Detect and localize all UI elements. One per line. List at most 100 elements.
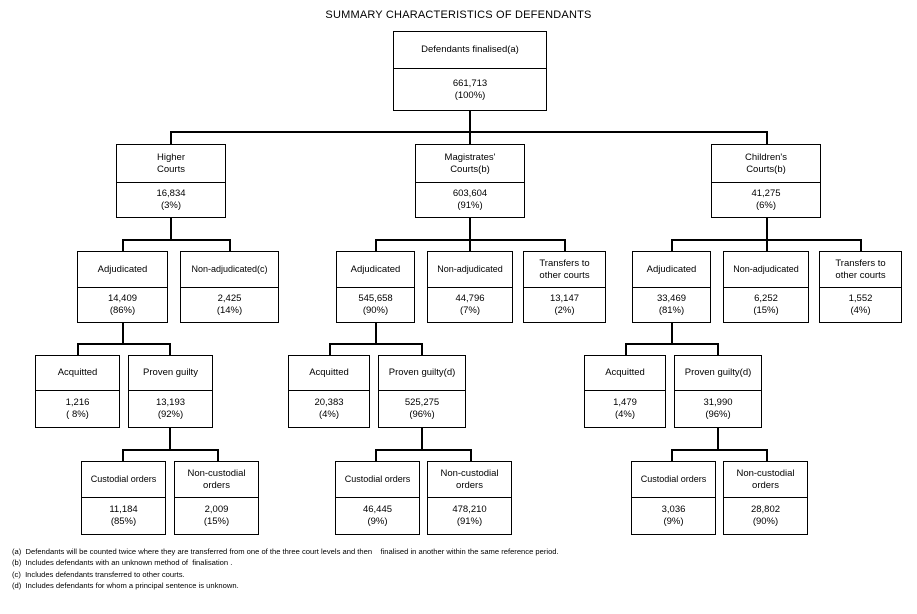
node-hc-noncustodial-orders[interactable]: Non-custodial orders 2,009 (15%) — [174, 461, 259, 535]
node-percent: (96%) — [705, 409, 731, 420]
node-label: Custodial orders — [632, 462, 715, 498]
node-cc-adjudicated[interactable]: Adjudicated 33,469 (81%) — [632, 251, 711, 323]
connector-to-hc-custodial — [122, 449, 124, 461]
node-label: Adjudicated — [633, 252, 710, 288]
footnote-d: (d) Includes defendants for whom a princ… — [12, 581, 239, 591]
node-number: 16,834 — [156, 188, 186, 199]
node-number: 11,184 — [109, 504, 138, 515]
connector-to-magistrates-courts — [469, 131, 471, 144]
connector-mc-level5-bus — [375, 449, 471, 451]
node-percent: (9%) — [663, 516, 684, 527]
node-label: Non-custodial orders — [724, 462, 807, 498]
connector-hc-level5-bus — [122, 449, 218, 451]
node-higher-courts[interactable]: Higher Courts 16,834 (3%) — [116, 144, 226, 218]
node-hc-acquitted[interactable]: Acquitted 1,216 ( 8%) — [35, 355, 120, 428]
node-number: 478,210 — [452, 504, 487, 515]
node-defendants-finalised[interactable]: Defendants finalised(a) 661,713 (100%) — [393, 31, 547, 111]
node-mc-transfers[interactable]: Transfers to other courts 13,147 (2%) — [523, 251, 606, 323]
connector-to-cc-nonadjudicated — [766, 239, 768, 251]
node-number: 545,658 — [358, 293, 393, 304]
node-cc-transfers[interactable]: Transfers to other courts 1,552 (4%) — [819, 251, 902, 323]
connector-to-higher-courts — [170, 131, 172, 144]
node-mc-noncustodial-orders[interactable]: Non-custodial orders 478,210 (91%) — [427, 461, 512, 535]
connector-childrens-courts-down — [766, 217, 768, 240]
connector-to-cc-acquitted — [625, 343, 627, 355]
node-number: 603,604 — [452, 188, 488, 199]
node-label: Acquitted — [289, 356, 369, 391]
node-mc-custodial-orders[interactable]: Custodial orders 46,445 (9%) — [335, 461, 420, 535]
node-mc-acquitted[interactable]: Acquitted 20,383 (4%) — [288, 355, 370, 428]
node-number: 525,275 — [404, 397, 440, 408]
node-number: 3,036 — [661, 504, 686, 515]
node-hc-nonadjudicated[interactable]: Non-adjudicated(c) 2,425 (14%) — [180, 251, 279, 323]
node-cc-custodial-orders[interactable]: Custodial orders 3,036 (9%) — [631, 461, 716, 535]
node-label: Proven guilty(d) — [379, 356, 465, 391]
node-number: 1,479 — [613, 397, 637, 408]
node-label: Non-custodial orders — [175, 462, 258, 498]
connector-to-cc-noncustodial — [766, 449, 768, 461]
node-cc-noncustodial-orders[interactable]: Non-custodial orders 28,802 (90%) — [723, 461, 808, 535]
node-percent: (7%) — [459, 305, 481, 316]
node-number: 44,796 — [455, 293, 485, 304]
node-values: 33,469 (81%) — [633, 288, 710, 322]
node-label: Magistrates' Courts(b) — [416, 145, 524, 183]
node-values: 1,216 ( 8%) — [36, 391, 119, 427]
node-percent: (4%) — [614, 409, 636, 420]
connector-to-hc-acquitted — [77, 343, 79, 355]
node-number: 2,009 — [204, 504, 229, 515]
footnote-b: (b) Includes defendants with an unknown … — [12, 558, 233, 568]
node-label: Acquitted — [585, 356, 665, 391]
node-number: 31,990 — [703, 397, 733, 408]
node-percent: (91%) — [456, 516, 483, 527]
page-title: SUMMARY CHARACTERISTICS OF DEFENDANTS — [325, 9, 592, 21]
node-number: 13,147 — [549, 293, 580, 304]
node-values: 44,796 (7%) — [428, 288, 512, 322]
node-hc-proven-guilty[interactable]: Proven guilty 13,193 (92%) — [128, 355, 213, 428]
node-values: 2,009 (15%) — [175, 498, 258, 534]
connector-to-hc-proven — [169, 343, 171, 355]
connector-to-mc-nonadjudicated — [469, 239, 471, 251]
node-percent: (86%) — [109, 305, 136, 316]
node-number: 46,445 — [362, 504, 393, 515]
node-number: 33,469 — [656, 293, 687, 304]
node-values: 14,409 (86%) — [78, 288, 167, 322]
node-cc-nonadjudicated[interactable]: Non-adjudicated 6,252 (15%) — [723, 251, 809, 323]
node-percent: (3%) — [160, 200, 182, 211]
node-values: 16,834 (3%) — [117, 183, 225, 217]
node-mc-nonadjudicated[interactable]: Non-adjudicated 44,796 (7%) — [427, 251, 513, 323]
node-hc-custodial-orders[interactable]: Custodial orders 11,184 (85%) — [81, 461, 166, 535]
connector-to-mc-adjudicated — [375, 239, 377, 251]
connector-hc-proven-down — [169, 428, 171, 450]
node-label: Transfers to other courts — [524, 252, 605, 288]
node-cc-proven-guilty[interactable]: Proven guilty(d) 31,990 (96%) — [674, 355, 762, 428]
connector-hc-level3-bus — [122, 239, 230, 241]
node-mc-adjudicated[interactable]: Adjudicated 545,658 (90%) — [336, 251, 415, 323]
connector-hc-level4-bus — [77, 343, 170, 345]
node-values: 11,184 (85%) — [82, 498, 165, 534]
node-values: 603,604 (91%) — [416, 183, 524, 217]
node-label: Custodial orders — [336, 462, 419, 498]
node-percent: (6%) — [755, 200, 777, 211]
node-cc-acquitted[interactable]: Acquitted 1,479 (4%) — [584, 355, 666, 428]
connector-higher-courts-down — [170, 217, 172, 240]
node-values: 478,210 (91%) — [428, 498, 511, 534]
node-label: Children's Courts(b) — [712, 145, 820, 183]
node-childrens-courts[interactable]: Children's Courts(b) 41,275 (6%) — [711, 144, 821, 218]
connector-cc-proven-down — [717, 428, 719, 450]
node-number: 2,425 — [217, 293, 242, 304]
footnotes: (a) Defendants will be counted twice whe… — [12, 546, 902, 592]
node-percent: (4%) — [318, 409, 340, 420]
node-number: 13,193 — [155, 397, 186, 408]
footnote-c: (c) Includes defendants transferred to o… — [12, 569, 185, 579]
connector-to-childrens-courts — [766, 131, 768, 144]
node-mc-proven-guilty[interactable]: Proven guilty(d) 525,275 (96%) — [378, 355, 466, 428]
node-label: Acquitted — [36, 356, 119, 391]
node-percent: (100%) — [454, 89, 486, 101]
node-magistrates-courts[interactable]: Magistrates' Courts(b) 603,604 (91%) — [415, 144, 525, 218]
connector-to-mc-transfers — [564, 239, 566, 251]
node-label: Proven guilty — [129, 356, 212, 391]
node-number: 661,713 — [452, 77, 488, 89]
node-hc-adjudicated[interactable]: Adjudicated 14,409 (86%) — [77, 251, 168, 323]
connector-to-mc-proven — [421, 343, 423, 355]
